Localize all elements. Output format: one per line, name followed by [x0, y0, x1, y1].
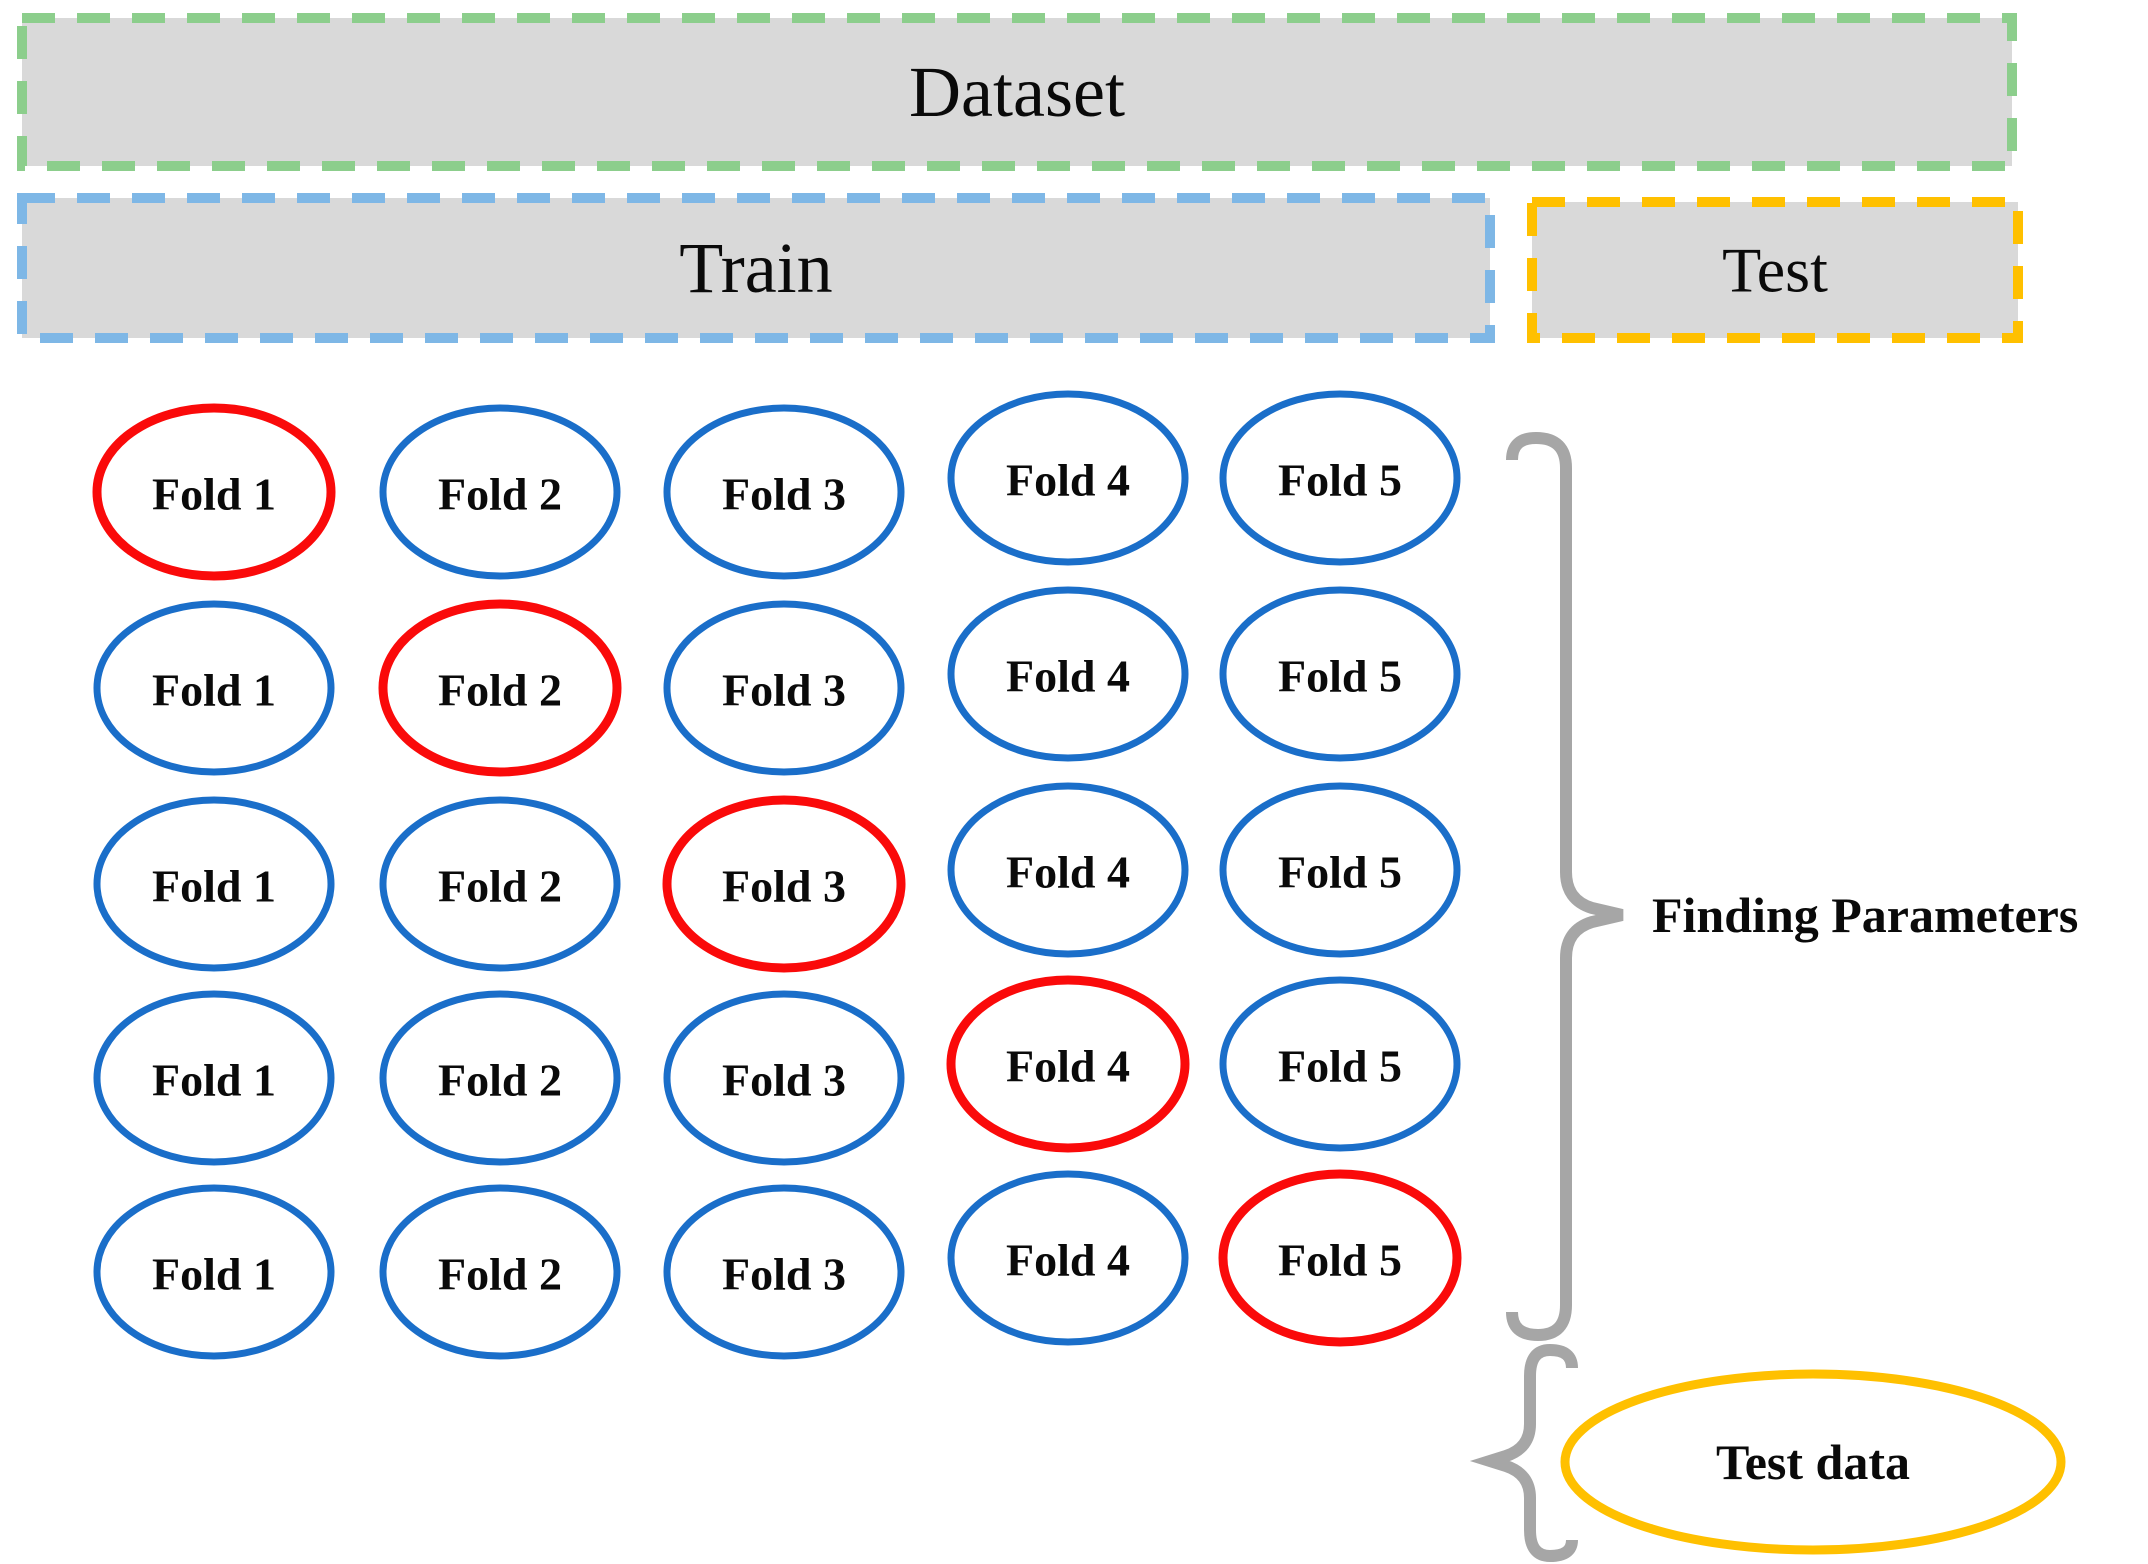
- fold-ellipse-row5-col1: [93, 1184, 335, 1360]
- fold-grid: Fold 1 Fold 2 Fold 3 Fold 4 Fold 5 Fold 1 Fold…: [92, 390, 1462, 1360]
- fold-ellipse-row5-col5-highlighted: [1218, 1169, 1462, 1347]
- fold-label-row5-col2: Fold 2: [438, 1249, 562, 1300]
- fold-ellipse-row3-col5: [1219, 782, 1461, 958]
- fold-ellipse-row2-col4: [947, 586, 1189, 762]
- fold-label-row5-col3: Fold 3: [722, 1249, 846, 1300]
- fold-ellipse-row4-col2: [379, 990, 621, 1166]
- test-label: Test: [1722, 235, 1828, 306]
- fold-label-row2-col1: Fold 1: [152, 665, 276, 716]
- fold-ellipse-row2-col5: [1219, 586, 1461, 762]
- fold-label-row1-col5: Fold 5: [1278, 455, 1402, 506]
- fold-label-row3-col2: Fold 2: [438, 861, 562, 912]
- fold-label-row2-col5: Fold 5: [1278, 651, 1402, 702]
- dataset-bar: [17, 13, 2017, 171]
- test-data-label: Test data: [1716, 1434, 1910, 1490]
- fold-ellipse-row2-col1: [93, 600, 335, 776]
- fold-label-row5-col5: Fold 5: [1278, 1235, 1402, 1286]
- fold-ellipse-row1-col2: [379, 404, 621, 580]
- fold-label-row2-col4: Fold 4: [1006, 651, 1130, 702]
- fold-label-row4-col4: Fold 4: [1006, 1041, 1130, 1092]
- test-data-ellipse: [1560, 1369, 2066, 1555]
- fold-ellipse-row1-col1-highlighted: [92, 403, 336, 581]
- fold-ellipse-row3-col4: [947, 782, 1189, 958]
- fold-label-row3-col3: Fold 3: [722, 861, 846, 912]
- fold-ellipse-row2-col2-highlighted: [378, 599, 622, 777]
- fold-label-row4-col1: Fold 1: [152, 1055, 276, 1106]
- fold-label-row5-col4: Fold 4: [1006, 1235, 1130, 1286]
- fold-ellipse-row3-col2: [379, 796, 621, 972]
- fold-label-row4-col3: Fold 3: [722, 1055, 846, 1106]
- fold-ellipse-row5-col3: [663, 1184, 905, 1360]
- fold-ellipse-row4-col1: [93, 990, 335, 1166]
- fold-label-row3-col1: Fold 1: [152, 861, 276, 912]
- dataset-label: Dataset: [909, 52, 1125, 132]
- fold-label-row4-col5: Fold 5: [1278, 1041, 1402, 1092]
- fold-label-row5-col1: Fold 1: [152, 1249, 276, 1300]
- test-bar: [1527, 197, 2023, 343]
- fold-label-row2-col2: Fold 2: [438, 665, 562, 716]
- fold-label-row3-col4: Fold 4: [1006, 847, 1130, 898]
- fold-label-row4-col2: Fold 2: [438, 1055, 562, 1106]
- fold-ellipse-row4-col4-highlighted: [946, 975, 1190, 1153]
- fold-ellipse-row5-col2: [379, 1184, 621, 1360]
- fold-ellipse-row5-col4: [947, 1170, 1189, 1346]
- fold-label-row3-col5: Fold 5: [1278, 847, 1402, 898]
- fold-ellipse-row2-col3: [663, 600, 905, 776]
- fold-ellipse-row3-col3-highlighted: [662, 795, 906, 973]
- fold-label-row1-col1: Fold 1: [152, 469, 276, 520]
- fold-label-row1-col3: Fold 3: [722, 469, 846, 520]
- fold-ellipse-row3-col1: [93, 796, 335, 972]
- fold-label-row2-col3: Fold 3: [722, 665, 846, 716]
- fold-ellipse-row1-col4: [947, 390, 1189, 566]
- fold-ellipse-row4-col3: [663, 990, 905, 1166]
- train-label: Train: [679, 228, 832, 308]
- fold-ellipse-row4-col5: [1219, 976, 1461, 1152]
- finding-parameters-brace: [1506, 431, 1624, 1342]
- finding-parameters-label: Finding Parameters: [1652, 887, 2078, 943]
- fold-label-row1-col4: Fold 4: [1006, 455, 1130, 506]
- test-data-brace: [1469, 1343, 1578, 1563]
- fold-ellipse-row1-col5: [1219, 390, 1461, 566]
- fold-label-row1-col2: Fold 2: [438, 469, 562, 520]
- train-bar: [17, 193, 1495, 343]
- fold-ellipse-row1-col3: [663, 404, 905, 580]
